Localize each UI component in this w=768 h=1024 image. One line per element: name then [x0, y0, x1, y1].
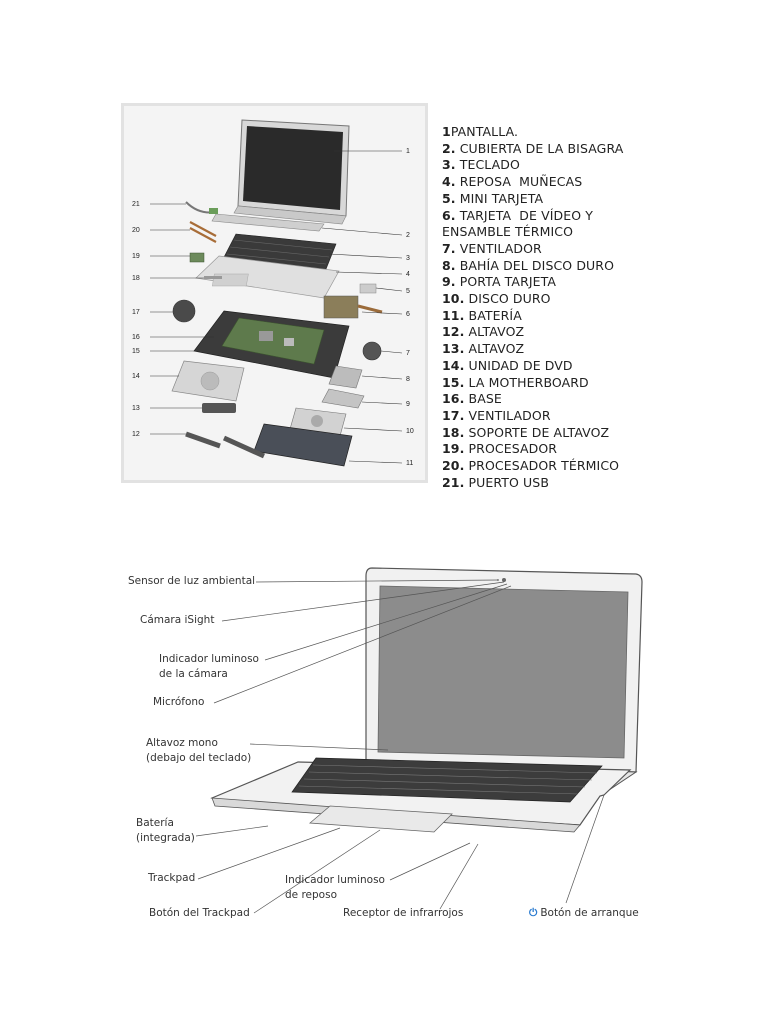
part-video-card	[323, 295, 383, 319]
parts-list-item: 10. DISCO DURO	[442, 291, 551, 307]
left-leader-lines	[150, 203, 214, 435]
part-battery	[253, 423, 353, 467]
parts-list-item: 3. TECLADO	[442, 157, 520, 173]
macbook-illustration	[195, 567, 643, 914]
parts-list-item: 6. TARJETA DE VÍDEO Y	[442, 207, 593, 223]
part-speaker-13	[202, 403, 236, 413]
label-mono-speaker: Altavoz mono (debajo del teclado)	[146, 737, 252, 764]
parts-list-item: 2. CUBIERTA DE LA BISAGRA	[442, 140, 624, 156]
label-battery: Batería (integrada)	[136, 817, 195, 844]
part-speaker-bracket	[204, 276, 222, 279]
label-ambient-light-sensor: Sensor de luz ambiental	[128, 575, 256, 587]
parts-list-item: 16. BASE	[442, 391, 502, 407]
macbook-leader-lines	[195, 579, 605, 914]
part-fan-left	[172, 299, 196, 323]
part-dvd-drive	[171, 360, 245, 402]
callout-11: 11	[406, 460, 413, 467]
callout-10: 10	[406, 428, 414, 435]
parts-list-item: 20. PROCESADOR TÉRMICO	[442, 458, 620, 474]
parts-list-item: ENSAMBLE TÉRMICO	[442, 224, 574, 240]
part-hdd-bay	[328, 365, 363, 389]
callout-17: 17	[132, 309, 140, 316]
callout-8: 8	[406, 376, 410, 383]
left-callout-numbers: 21 20 19 18 17 16 15 14 13 12	[132, 201, 140, 438]
isight-camera-dot	[502, 578, 506, 582]
part-screen	[233, 119, 350, 225]
parts-list-item: 9. PORTA TARJETA	[442, 274, 557, 290]
callout-14: 14	[132, 373, 140, 380]
label-isight-camera: Cámara iSight	[140, 614, 215, 626]
callout-15: 15	[132, 348, 140, 355]
exploded-laptop-illustration: 1 2 3 4 5 6 7 8 9 10 11 21 20 19 18 17 1…	[132, 119, 414, 467]
parts-list-item: 7. VENTILADOR	[442, 240, 542, 256]
macbook-keyboard	[291, 757, 603, 803]
label-power-button: ⏻Botón de arranque	[529, 906, 639, 921]
callout-20: 20	[132, 227, 140, 234]
macbook-labeled-diagram: Sensor de luz ambiental Cámara iSight In…	[0, 540, 768, 960]
parts-list-item: 18. SOPORTE DE ALTAVOZ	[442, 424, 610, 440]
callout-3: 3	[406, 255, 410, 262]
parts-list-item: 4. REPOSA MUÑECAS	[442, 174, 583, 190]
label-microphone: Micrófono	[153, 696, 205, 708]
callout-7: 7	[406, 350, 410, 357]
parts-list-item: 17. VENTILADOR	[442, 407, 551, 423]
parts-list: 1PANTALLA. 2. CUBIERTA DE LA BISAGRA 3. …	[442, 124, 762, 491]
parts-list-item: 19. PROCESADOR	[442, 441, 558, 457]
callout-16: 16	[132, 334, 140, 341]
callout-1: 1	[406, 148, 410, 155]
label-power-button-text: Botón de arranque	[540, 907, 639, 919]
parts-list-item: 11. BATERÍA	[442, 307, 522, 323]
callout-4: 4	[406, 271, 410, 278]
parts-list-item: 12. ALTAVOZ	[442, 324, 525, 340]
callout-21: 21	[132, 201, 140, 208]
part-base	[193, 310, 350, 379]
callout-19: 19	[132, 253, 140, 260]
right-callout-numbers: 1 2 3 4 5 6 7 8 9 10 11	[406, 148, 414, 467]
label-camera-indicator: Indicador luminoso de la cámara	[159, 653, 259, 680]
part-processor	[189, 252, 205, 263]
part-mini-card	[359, 283, 377, 294]
parts-list-item: 1PANTALLA.	[442, 124, 519, 139]
macbook-lid	[365, 567, 643, 773]
power-icon: ⏻	[529, 907, 538, 919]
parts-list-item: 5. MINI TARJETA	[442, 190, 544, 206]
macbook-base	[210, 757, 638, 833]
label-sleep-indicator: Indicador luminoso de reposo	[285, 874, 385, 901]
label-trackpad-button: Botón del Trackpad	[149, 907, 250, 919]
part-fan-right	[362, 341, 382, 361]
parts-list-item: 14. UNIDAD DE DVD	[442, 357, 573, 373]
macbook-trackpad	[308, 805, 453, 833]
parts-list-item: 21. PUERTO USB	[442, 474, 549, 490]
part-card-holder	[321, 388, 365, 409]
part-hard-drive	[289, 407, 347, 437]
exploded-laptop-diagram: 1 2 3 4 5 6 7 8 9 10 11 21 20 19 18 17 1…	[121, 103, 428, 483]
callout-6: 6	[406, 311, 410, 318]
label-trackpad: Trackpad	[148, 872, 196, 884]
callout-13: 13	[132, 405, 140, 412]
part-processor-thermal	[189, 221, 217, 243]
callout-18: 18	[132, 275, 140, 282]
callout-5: 5	[406, 288, 410, 295]
callout-2: 2	[406, 232, 410, 239]
part-speaker-12	[185, 431, 266, 459]
callout-9: 9	[406, 401, 410, 408]
parts-list-item: 8. BAHÍA DEL DISCO DURO	[442, 257, 615, 273]
right-leader-lines	[321, 150, 403, 464]
parts-list-item: 15. LA MOTHERBOARD	[442, 374, 589, 390]
callout-12: 12	[132, 431, 140, 438]
label-infrared-receiver: Receptor de infrarrojos	[343, 907, 464, 919]
parts-list-item: 13. ALTAVOZ	[442, 341, 525, 357]
part-hinge-cover	[211, 213, 325, 232]
